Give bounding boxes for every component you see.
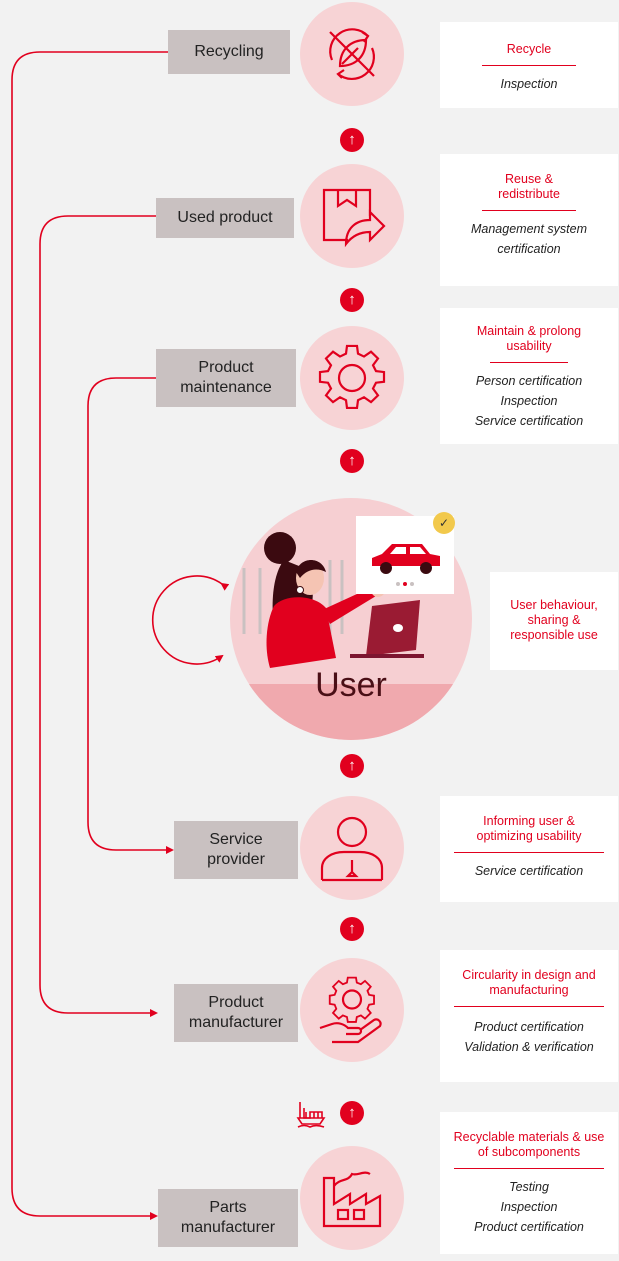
stage-label-product-manufacturer: Product manufacturer xyxy=(174,984,298,1042)
card-item: Service certification xyxy=(474,864,584,878)
card-item: Inspection xyxy=(500,394,558,408)
card-item: Testing xyxy=(509,1180,549,1194)
card-divider xyxy=(490,362,568,363)
card-item: Product certification xyxy=(474,1020,584,1034)
card-divider xyxy=(454,852,604,853)
card-item: Management system certification xyxy=(470,222,588,256)
stage-circle-recycling xyxy=(300,2,404,106)
card-category: Recycle xyxy=(506,42,552,56)
stage-label-parts-manufacturer: Parts manufacturer xyxy=(158,1189,298,1247)
factory-icon xyxy=(322,1171,382,1228)
info-card-used-product: Reuse & redistribute Management system c… xyxy=(440,154,618,286)
card-items: Product certification Validation & verif… xyxy=(440,1017,618,1057)
card-item: Validation & verification xyxy=(464,1040,594,1054)
info-card-parts-manufacturer: Recyclable materials & use of subcompone… xyxy=(440,1112,618,1254)
flow-arrow-3: ↑ xyxy=(340,449,364,473)
info-card-recycling: Recycle Inspection xyxy=(440,22,618,108)
stage-label-used-product: Used product xyxy=(156,198,294,238)
stage-circle-product-maintenance xyxy=(300,326,404,430)
flow-arrow-5: ↑ xyxy=(340,917,364,941)
card-divider xyxy=(482,65,576,66)
card-category: Recyclable materials & use of subcompone… xyxy=(453,1130,605,1159)
stage-circle-parts-manufacturer xyxy=(300,1146,404,1250)
card-items: Management system certification xyxy=(440,219,618,259)
stage-label-recycling: Recycling xyxy=(168,30,290,74)
card-category: Circularity in design and manufacturing xyxy=(462,968,596,997)
card-items: Testing Inspection Product certification xyxy=(440,1177,618,1237)
card-divider xyxy=(482,210,576,211)
card-items: Person certification Inspection Service … xyxy=(440,371,618,431)
card-item: Inspection xyxy=(500,1200,558,1214)
stage-circle-service-provider xyxy=(300,796,404,900)
car-icon xyxy=(372,544,440,586)
card-item: Product certification xyxy=(474,1220,584,1234)
card-category: Maintain & prolong usability xyxy=(476,324,582,353)
card-item: Person certification xyxy=(475,374,583,388)
stage-label-user: User xyxy=(315,666,387,704)
card-item: Inspection xyxy=(500,77,558,91)
card-item: Service certification xyxy=(474,414,584,428)
flow-arrow-6: ↑ xyxy=(340,1101,364,1125)
info-card-service-provider: Informing user & optimizing usability Se… xyxy=(440,796,618,902)
card-category: User behaviour, sharing & responsible us… xyxy=(510,598,598,642)
card-items: Inspection xyxy=(440,74,618,94)
shipping-icon xyxy=(296,1102,326,1128)
info-card-product-maintenance: Maintain & prolong usability Person cert… xyxy=(440,308,618,444)
card-items: Service certification xyxy=(440,861,618,881)
stage-label-service-provider: Service provider xyxy=(174,821,298,879)
flow-arrow-2: ↑ xyxy=(340,288,364,312)
stage-circle-used-product xyxy=(300,164,404,268)
card-category: Informing user & optimizing usability xyxy=(476,814,582,843)
card-divider xyxy=(454,1006,604,1007)
info-card-product-manufacturer: Circularity in design and manufacturing … xyxy=(440,950,618,1082)
flow-arrow-1: ↑ xyxy=(340,128,364,152)
return-box-icon xyxy=(322,188,386,248)
card-divider xyxy=(454,1168,604,1169)
gear-in-hand-icon xyxy=(319,976,382,1044)
check-badge-icon: ✓ xyxy=(433,512,455,534)
recycle-leaf-icon xyxy=(329,28,375,81)
info-card-user: User behaviour, sharing & responsible us… xyxy=(490,572,618,670)
gear-icon xyxy=(318,344,386,410)
flow-arrow-4: ↑ xyxy=(340,754,364,778)
person-icon xyxy=(320,816,384,882)
stage-circle-product-manufacturer xyxy=(300,958,404,1062)
card-category: Reuse & redistribute xyxy=(498,172,560,201)
stage-label-product-maintenance: Product maintenance xyxy=(156,349,296,407)
